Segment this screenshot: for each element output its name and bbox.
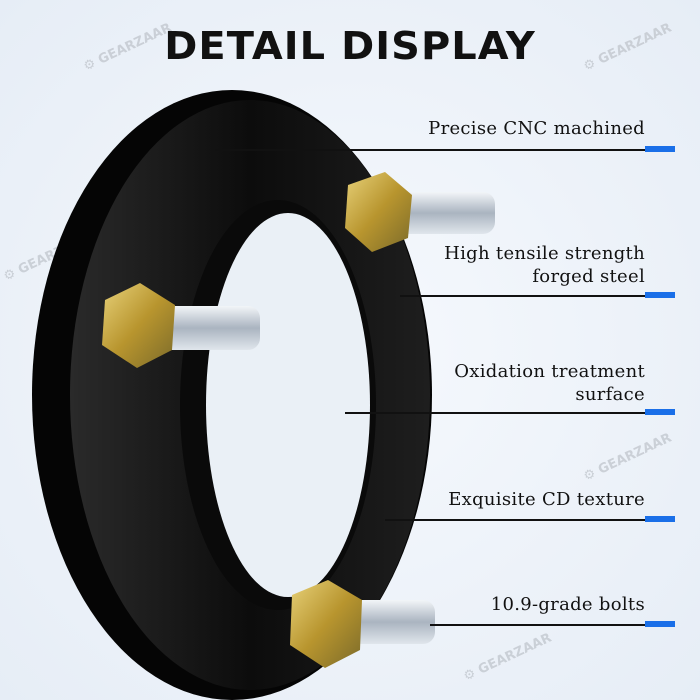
bolt-bottom — [290, 580, 435, 668]
callout-cd-texture: Exquisite CD texture — [448, 488, 645, 511]
callout-text: Oxidation treatment — [454, 361, 645, 382]
bolt-top — [345, 172, 495, 252]
spacer-ring — [32, 90, 432, 700]
page-title: DETAIL DISPLAY — [164, 24, 536, 68]
callout-cnc-machined: Precise CNC machined — [428, 117, 645, 140]
callout-lines — [215, 146, 675, 627]
callout-text: High tensile strength — [444, 243, 645, 264]
callout-text: surface — [575, 384, 645, 405]
bolt-middle — [102, 283, 260, 368]
callout-bolts: 10.9-grade bolts — [491, 593, 645, 616]
callout-text: Precise CNC machined — [428, 118, 645, 139]
callout-text: Exquisite CD texture — [448, 489, 645, 510]
callout-text: 10.9-grade bolts — [490, 594, 645, 615]
callout-text: forged steel — [532, 266, 645, 287]
